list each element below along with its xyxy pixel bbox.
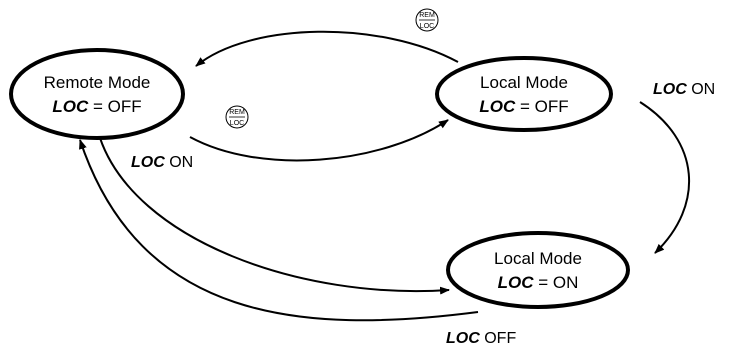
edge-local-off-to-remote (195, 30, 459, 67)
node-remote-mode-title: Remote Mode (44, 73, 151, 92)
node-local-mode-off-state: LOC = OFF (479, 97, 568, 116)
node-local-mode-off: Local Mode LOC = OFF (435, 56, 613, 132)
key-bottom-label: LOC (230, 120, 244, 127)
node-remote-mode-ellipse (9, 48, 185, 140)
loc-word: LOC (498, 273, 535, 292)
state-value: = OFF (88, 97, 141, 116)
node-local-mode-on: Local Mode LOC = ON (446, 231, 630, 309)
edge-remote-to-local-on (99, 137, 450, 295)
node-remote-mode: Remote Mode LOC = OFF (9, 48, 185, 140)
edge-local-on-to-remote (79, 139, 479, 322)
edge-label-local-on-to-remote: LOC OFF (446, 330, 516, 346)
edge-local-off-to-local-on (639, 101, 691, 254)
loc-word: LOC (131, 154, 165, 171)
node-local-mode-off-ellipse (435, 56, 613, 132)
node-local-mode-on-ellipse (446, 231, 630, 309)
node-local-mode-on-title: Local Mode (494, 249, 582, 268)
rem-loc-key-icon-top: REM LOC (415, 8, 439, 32)
edge-label-local-off-to-local-on: LOC ON (653, 81, 715, 98)
node-remote-mode-state: LOC = OFF (52, 97, 141, 116)
loc-word: LOC (653, 81, 687, 98)
state-value: = ON (534, 273, 579, 292)
node-local-mode-off-title: Local Mode (480, 73, 568, 92)
loc-word: LOC (479, 97, 516, 116)
loc-word: LOC (446, 330, 480, 346)
key-bottom-label: LOC (420, 23, 434, 30)
edge-remote-to-local-off (189, 119, 449, 162)
edge-label-remote-to-local-on: LOC ON (131, 154, 193, 171)
edge-action: OFF (480, 330, 517, 346)
edge-action: ON (687, 81, 715, 98)
key-top-label: REM (229, 109, 245, 116)
loc-word: LOC (52, 97, 89, 116)
key-top-label: REM (419, 12, 435, 19)
node-local-mode-on-state: LOC = ON (498, 273, 579, 292)
rem-loc-key-icon-bottom: REM LOC (225, 105, 249, 129)
state-value: = OFF (515, 97, 568, 116)
edge-action: ON (165, 154, 193, 171)
